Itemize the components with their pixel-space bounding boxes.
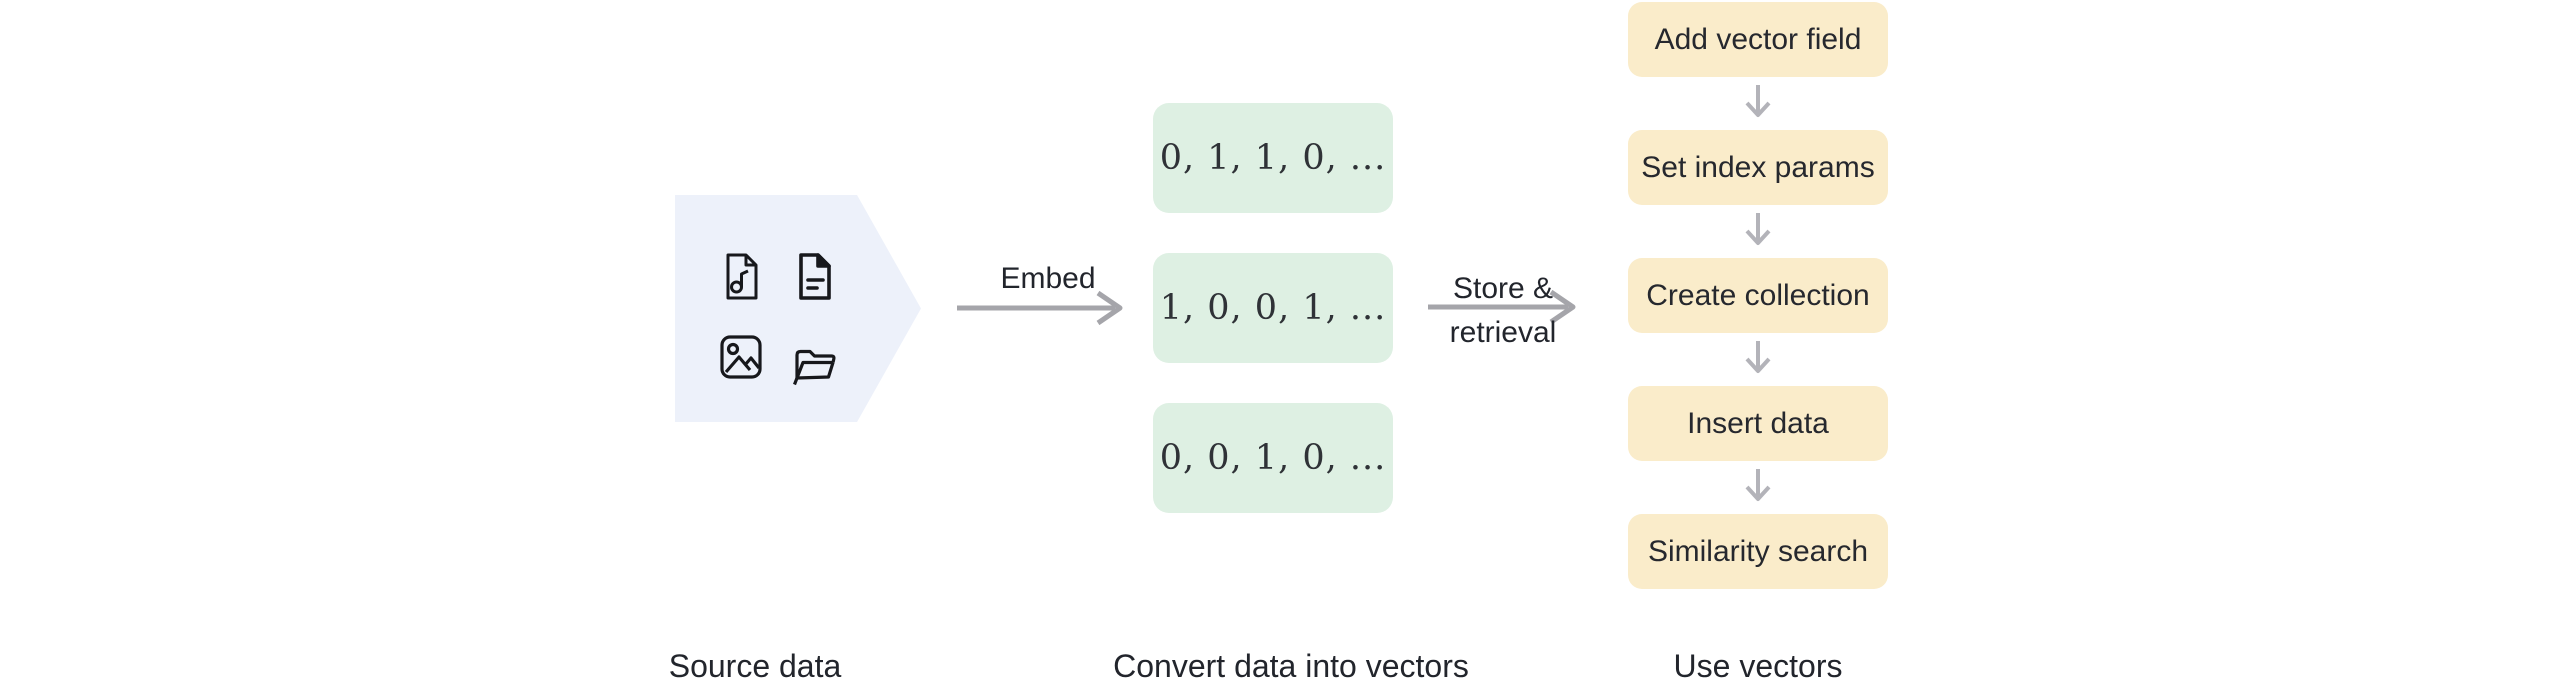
step-label: Insert data	[1687, 406, 1829, 440]
caption-convert-data: Convert data into vectors	[1113, 648, 1469, 684]
down-arrow-icon	[1744, 84, 1772, 124]
embed-arrow-icon	[955, 288, 1141, 328]
caption-source-data: Source data	[668, 648, 842, 684]
audio-file-icon	[720, 252, 762, 302]
step-label: Add vector field	[1654, 22, 1862, 56]
vector-box-2: 1, 0, 0, 1, ...	[1153, 253, 1393, 363]
vector-box-3: 0, 0, 1, 0, ...	[1153, 403, 1393, 513]
vector-values-1: 0, 1, 1, 0, ...	[1159, 138, 1387, 178]
down-arrow-icon	[1744, 340, 1772, 380]
step-set-index-params: Set index params	[1628, 130, 1888, 205]
caption-use-vectors: Use vectors	[1673, 648, 1843, 684]
step-create-collection: Create collection	[1628, 258, 1888, 333]
step-label: Set index params	[1641, 150, 1875, 184]
vector-values-3: 0, 0, 1, 0, ...	[1159, 438, 1387, 478]
step-add-vector-field: Add vector field	[1628, 2, 1888, 77]
store-arrow-label-line1: Store &	[1452, 272, 1554, 305]
document-icon	[793, 252, 835, 302]
step-similarity-search: Similarity search	[1628, 514, 1888, 589]
step-insert-data: Insert data	[1628, 386, 1888, 461]
store-arrow-label-line2: retrieval	[1449, 316, 1557, 349]
vector-box-1: 0, 1, 1, 0, ...	[1153, 103, 1393, 213]
folder-icon	[786, 331, 840, 389]
vector-values-2: 1, 0, 0, 1, ...	[1159, 288, 1387, 328]
step-label: Create collection	[1646, 278, 1870, 312]
embed-arrow-label: Embed	[1000, 262, 1096, 295]
store-retrieval-arrow-icon	[1426, 287, 1594, 327]
step-label: Similarity search	[1647, 534, 1869, 568]
down-arrow-icon	[1744, 212, 1772, 252]
down-arrow-icon	[1744, 468, 1772, 508]
image-icon	[718, 334, 764, 380]
